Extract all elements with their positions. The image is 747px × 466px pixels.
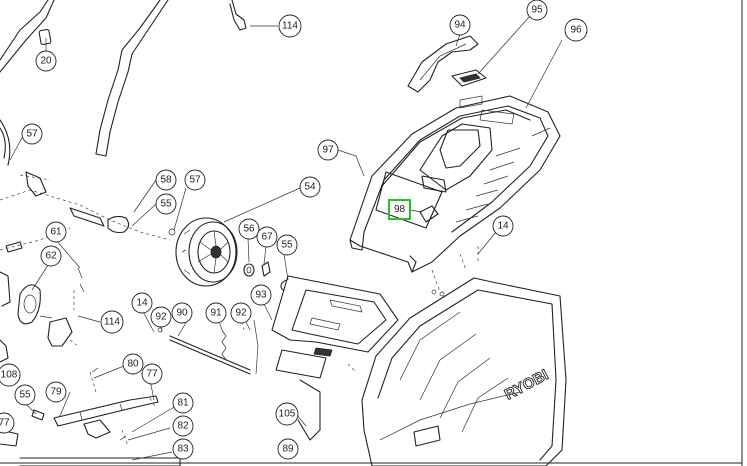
callout-57-left: 57 [21, 123, 43, 145]
rear-wheel-fragment [0, 119, 11, 166]
callout-96: 96 [564, 18, 588, 42]
svg-text:80: 80 [127, 359, 139, 370]
part-98-label: 98 [394, 204, 406, 215]
callout-92-right: 92 [230, 302, 252, 324]
callout-56: 56 [238, 218, 260, 240]
svg-text:95: 95 [531, 5, 543, 16]
rear-flap-part [271, 275, 399, 441]
svg-text:114: 114 [282, 21, 298, 32]
svg-text:97: 97 [322, 145, 334, 156]
callout-14-right: 14 [492, 215, 514, 237]
handle-part [0, 0, 169, 157]
svg-text:96: 96 [570, 25, 582, 36]
grass-bag-part: RYOBI [361, 277, 567, 466]
callout-61: 61 [45, 221, 67, 243]
callout-83: 83 [172, 438, 194, 460]
callout-82: 82 [172, 415, 194, 437]
callout-55-mid: 55 [155, 193, 177, 215]
callout-90: 90 [171, 302, 193, 324]
svg-text:91: 91 [210, 308, 222, 319]
svg-text:93: 93 [255, 290, 267, 301]
svg-text:114: 114 [104, 317, 120, 328]
callout-77-bottom: 77 [0, 412, 15, 434]
svg-text:90: 90 [176, 308, 188, 319]
svg-text:79: 79 [50, 387, 62, 398]
top-clamp-part [229, 0, 278, 31]
svg-text:55: 55 [19, 390, 31, 401]
callout-91: 91 [205, 302, 227, 324]
svg-text:20: 20 [40, 56, 52, 67]
svg-text:81: 81 [177, 398, 189, 409]
callout-92-left: 92 [150, 306, 172, 328]
svg-text:92: 92 [235, 308, 247, 319]
callout-93: 93 [250, 284, 272, 306]
left-bracket-parts [0, 241, 85, 363]
callout-14-mid: 14 [131, 292, 153, 314]
svg-text:83: 83 [177, 444, 189, 455]
callout-77-top: 77 [141, 363, 163, 385]
height-lever-parts [0, 367, 181, 466]
callout-20: 20 [35, 50, 57, 72]
svg-text:89: 89 [282, 444, 294, 455]
svg-text:62: 62 [45, 251, 57, 262]
callout-108: 108 [0, 363, 21, 387]
svg-text:14: 14 [497, 221, 509, 232]
svg-text:56: 56 [243, 224, 255, 235]
callout-105: 105 [275, 402, 299, 426]
callout-79: 79 [45, 381, 67, 403]
svg-text:57: 57 [189, 175, 201, 186]
svg-text:77: 77 [146, 369, 158, 380]
svg-text:58: 58 [160, 175, 172, 186]
callout-81: 81 [172, 392, 194, 414]
callout-57-mid: 57 [184, 169, 206, 191]
callout-62: 62 [40, 245, 62, 267]
callout-55-bottom: 55 [14, 384, 36, 406]
svg-text:55: 55 [160, 199, 172, 210]
callout-54: 54 [299, 176, 321, 198]
callout-114-mid: 114 [100, 310, 124, 334]
svg-text:108: 108 [1, 370, 18, 381]
front-wheel-part [175, 217, 238, 287]
svg-text:92: 92 [155, 312, 167, 323]
part-98-highlight[interactable]: 98 [388, 199, 439, 223]
svg-text:57: 57 [26, 129, 38, 140]
svg-text:105: 105 [279, 409, 296, 420]
svg-text:94: 94 [454, 20, 466, 31]
axle-rod-and-springs [157, 309, 259, 375]
deck-cover-part [349, 95, 561, 297]
svg-text:67: 67 [261, 232, 273, 243]
highlight-box[interactable] [388, 199, 411, 220]
svg-text:14: 14 [136, 298, 148, 309]
callout-94: 94 [449, 14, 471, 36]
callout-89: 89 [277, 438, 299, 460]
callout-67: 67 [256, 226, 278, 248]
svg-text:82: 82 [177, 421, 189, 432]
svg-text:61: 61 [50, 227, 62, 238]
svg-text:77: 77 [0, 418, 10, 429]
callout-80: 80 [122, 353, 144, 375]
svg-text:55: 55 [281, 240, 293, 251]
callout-55-right: 55 [276, 234, 298, 256]
callout-58: 58 [155, 169, 177, 191]
callout-95: 95 [526, 0, 548, 21]
callout-97: 97 [317, 139, 339, 161]
callout-114-top: 114 [278, 14, 302, 38]
handle-grip-part [407, 35, 487, 93]
svg-text:54: 54 [304, 182, 316, 193]
